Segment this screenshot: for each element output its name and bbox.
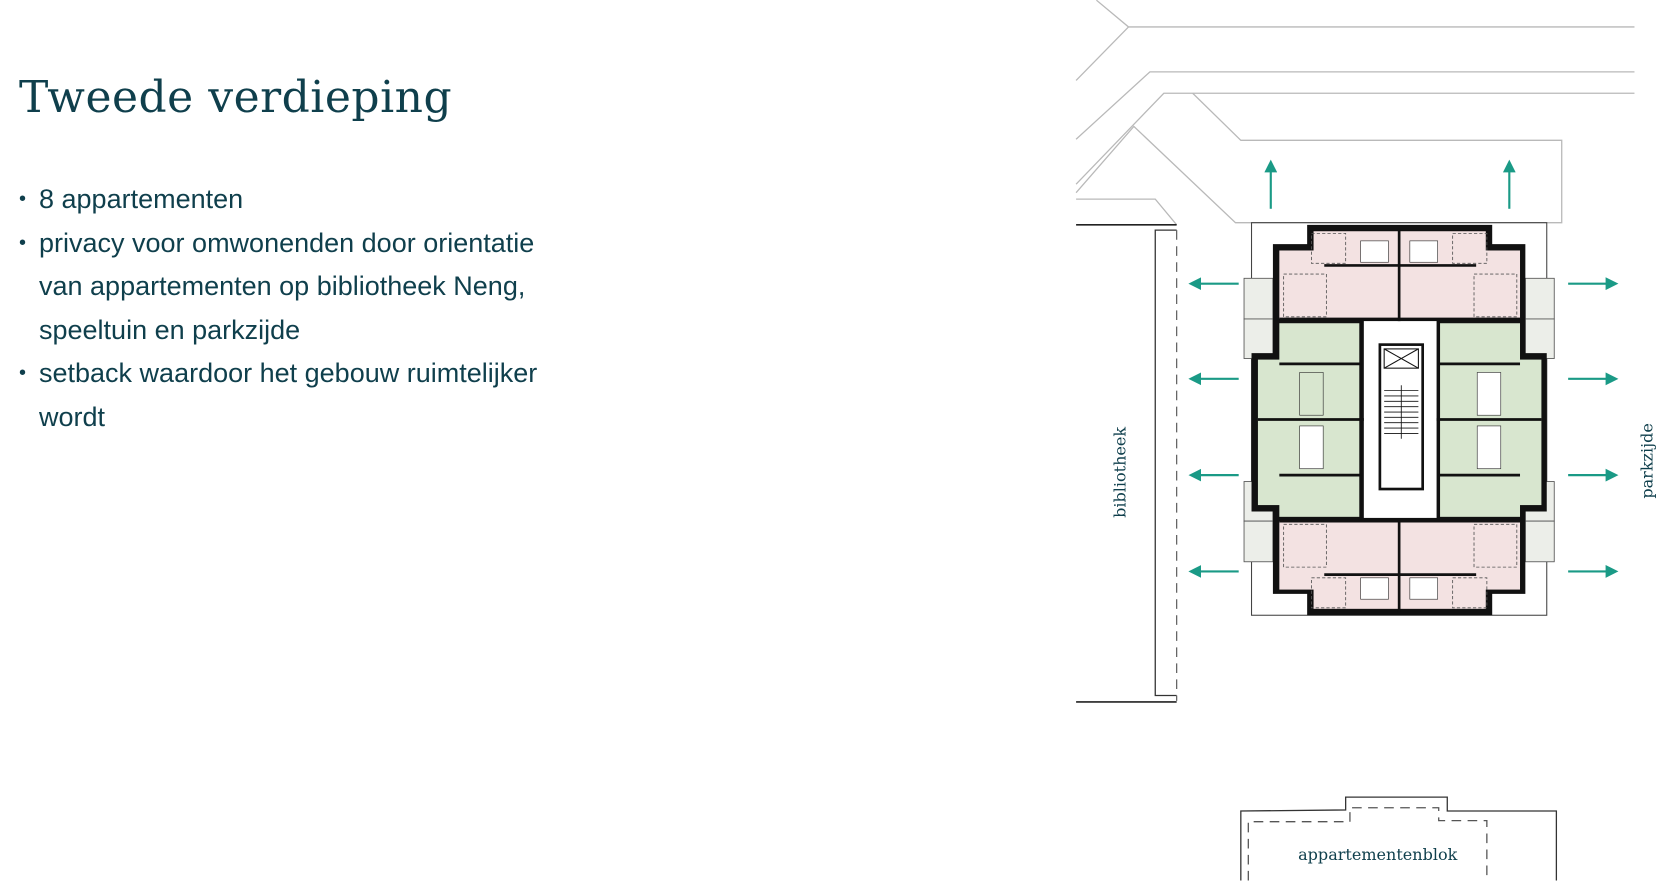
bullet-item: 8 appartementen — [19, 178, 579, 222]
label-bibliotheek: bibliotheek — [1110, 427, 1129, 518]
page-title: Tweede verdieping — [19, 72, 453, 123]
road-lines — [1075, 0, 1635, 226]
apartment-block-outline — [1240, 796, 1558, 881]
bullet-item: setback waardoor het gebouw ruimtelijker… — [19, 352, 579, 439]
label-appartementenblok: appartementenblok — [1298, 845, 1458, 864]
library-outline — [1076, 224, 1178, 703]
orientation-arrows — [1188, 159, 1619, 578]
bullet-item: privacy voor omwonenden door orientatie … — [19, 222, 579, 353]
label-parkzijde: parkzijde — [1638, 423, 1657, 499]
building-floor-plan — [1243, 222, 1555, 616]
bullet-list: 8 appartementen privacy voor omwonenden … — [19, 178, 579, 439]
